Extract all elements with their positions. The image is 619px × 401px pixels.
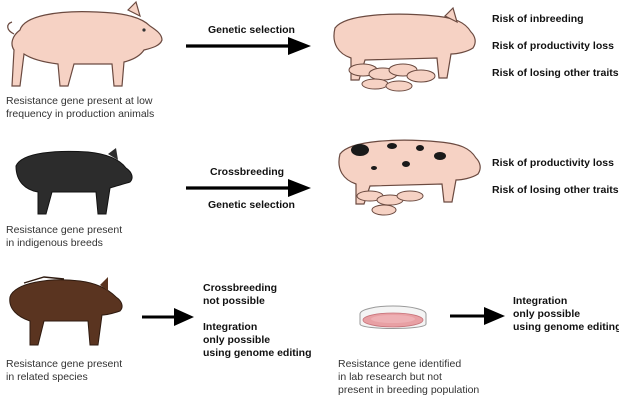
row2-caption-line-2: in indigenous breeds — [6, 237, 103, 249]
row3-outcome-6: using genome editing — [203, 347, 312, 359]
sow-with-piglets-icon — [333, 6, 476, 92]
row4-outcome-1: Integration — [513, 295, 568, 307]
row3-arrow — [142, 308, 194, 326]
row4-outcome-2: only possible — [513, 308, 581, 320]
petri-dish-icon — [359, 305, 427, 329]
row2-risk-1: Risk of productivity loss — [492, 157, 614, 169]
wild-boar-icon — [9, 276, 123, 346]
row3-caption-line-2: in related species — [6, 371, 88, 383]
row2-risk-2: Risk of losing other traits — [492, 184, 619, 196]
row1-caption-line-2: frequency in production animals — [6, 108, 155, 120]
spotted-sow-icon — [338, 139, 481, 216]
row2-arrow — [186, 179, 311, 197]
row4-caption-line-2: in lab research but not — [338, 371, 442, 383]
row2-arrow-label-top: Crossbreeding — [210, 166, 285, 178]
row2-arrow-label-bottom: Genetic selection — [208, 199, 295, 211]
row4-caption-line-3: present in breeding population — [338, 384, 480, 396]
pink-pig-icon — [7, 0, 163, 87]
row3-outcome-4: Integration — [203, 321, 258, 333]
row1-arrow-label: Genetic selection — [208, 24, 295, 36]
row1-risk-3: Risk of losing other traits — [492, 67, 619, 79]
row4-outcome-3: using genome editing — [513, 321, 619, 333]
row3-caption-line-1: Resistance gene present — [6, 358, 123, 370]
row1-risk-2: Risk of productivity loss — [492, 40, 614, 52]
row3-outcome-1: Crossbreeding — [203, 282, 278, 294]
row1-arrow — [186, 37, 311, 55]
black-pig-icon — [15, 148, 133, 215]
row3-outcome-2: not possible — [203, 295, 265, 307]
row4-caption-line-1: Resistance gene identified — [338, 358, 462, 370]
row3-outcome-5: only possible — [203, 334, 271, 346]
row1-risk-1: Risk of inbreeding — [492, 13, 584, 25]
row4-arrow — [450, 307, 505, 325]
row2-caption-line-1: Resistance gene present — [6, 224, 123, 236]
row1-caption-line-1: Resistance gene present at low — [6, 95, 153, 107]
